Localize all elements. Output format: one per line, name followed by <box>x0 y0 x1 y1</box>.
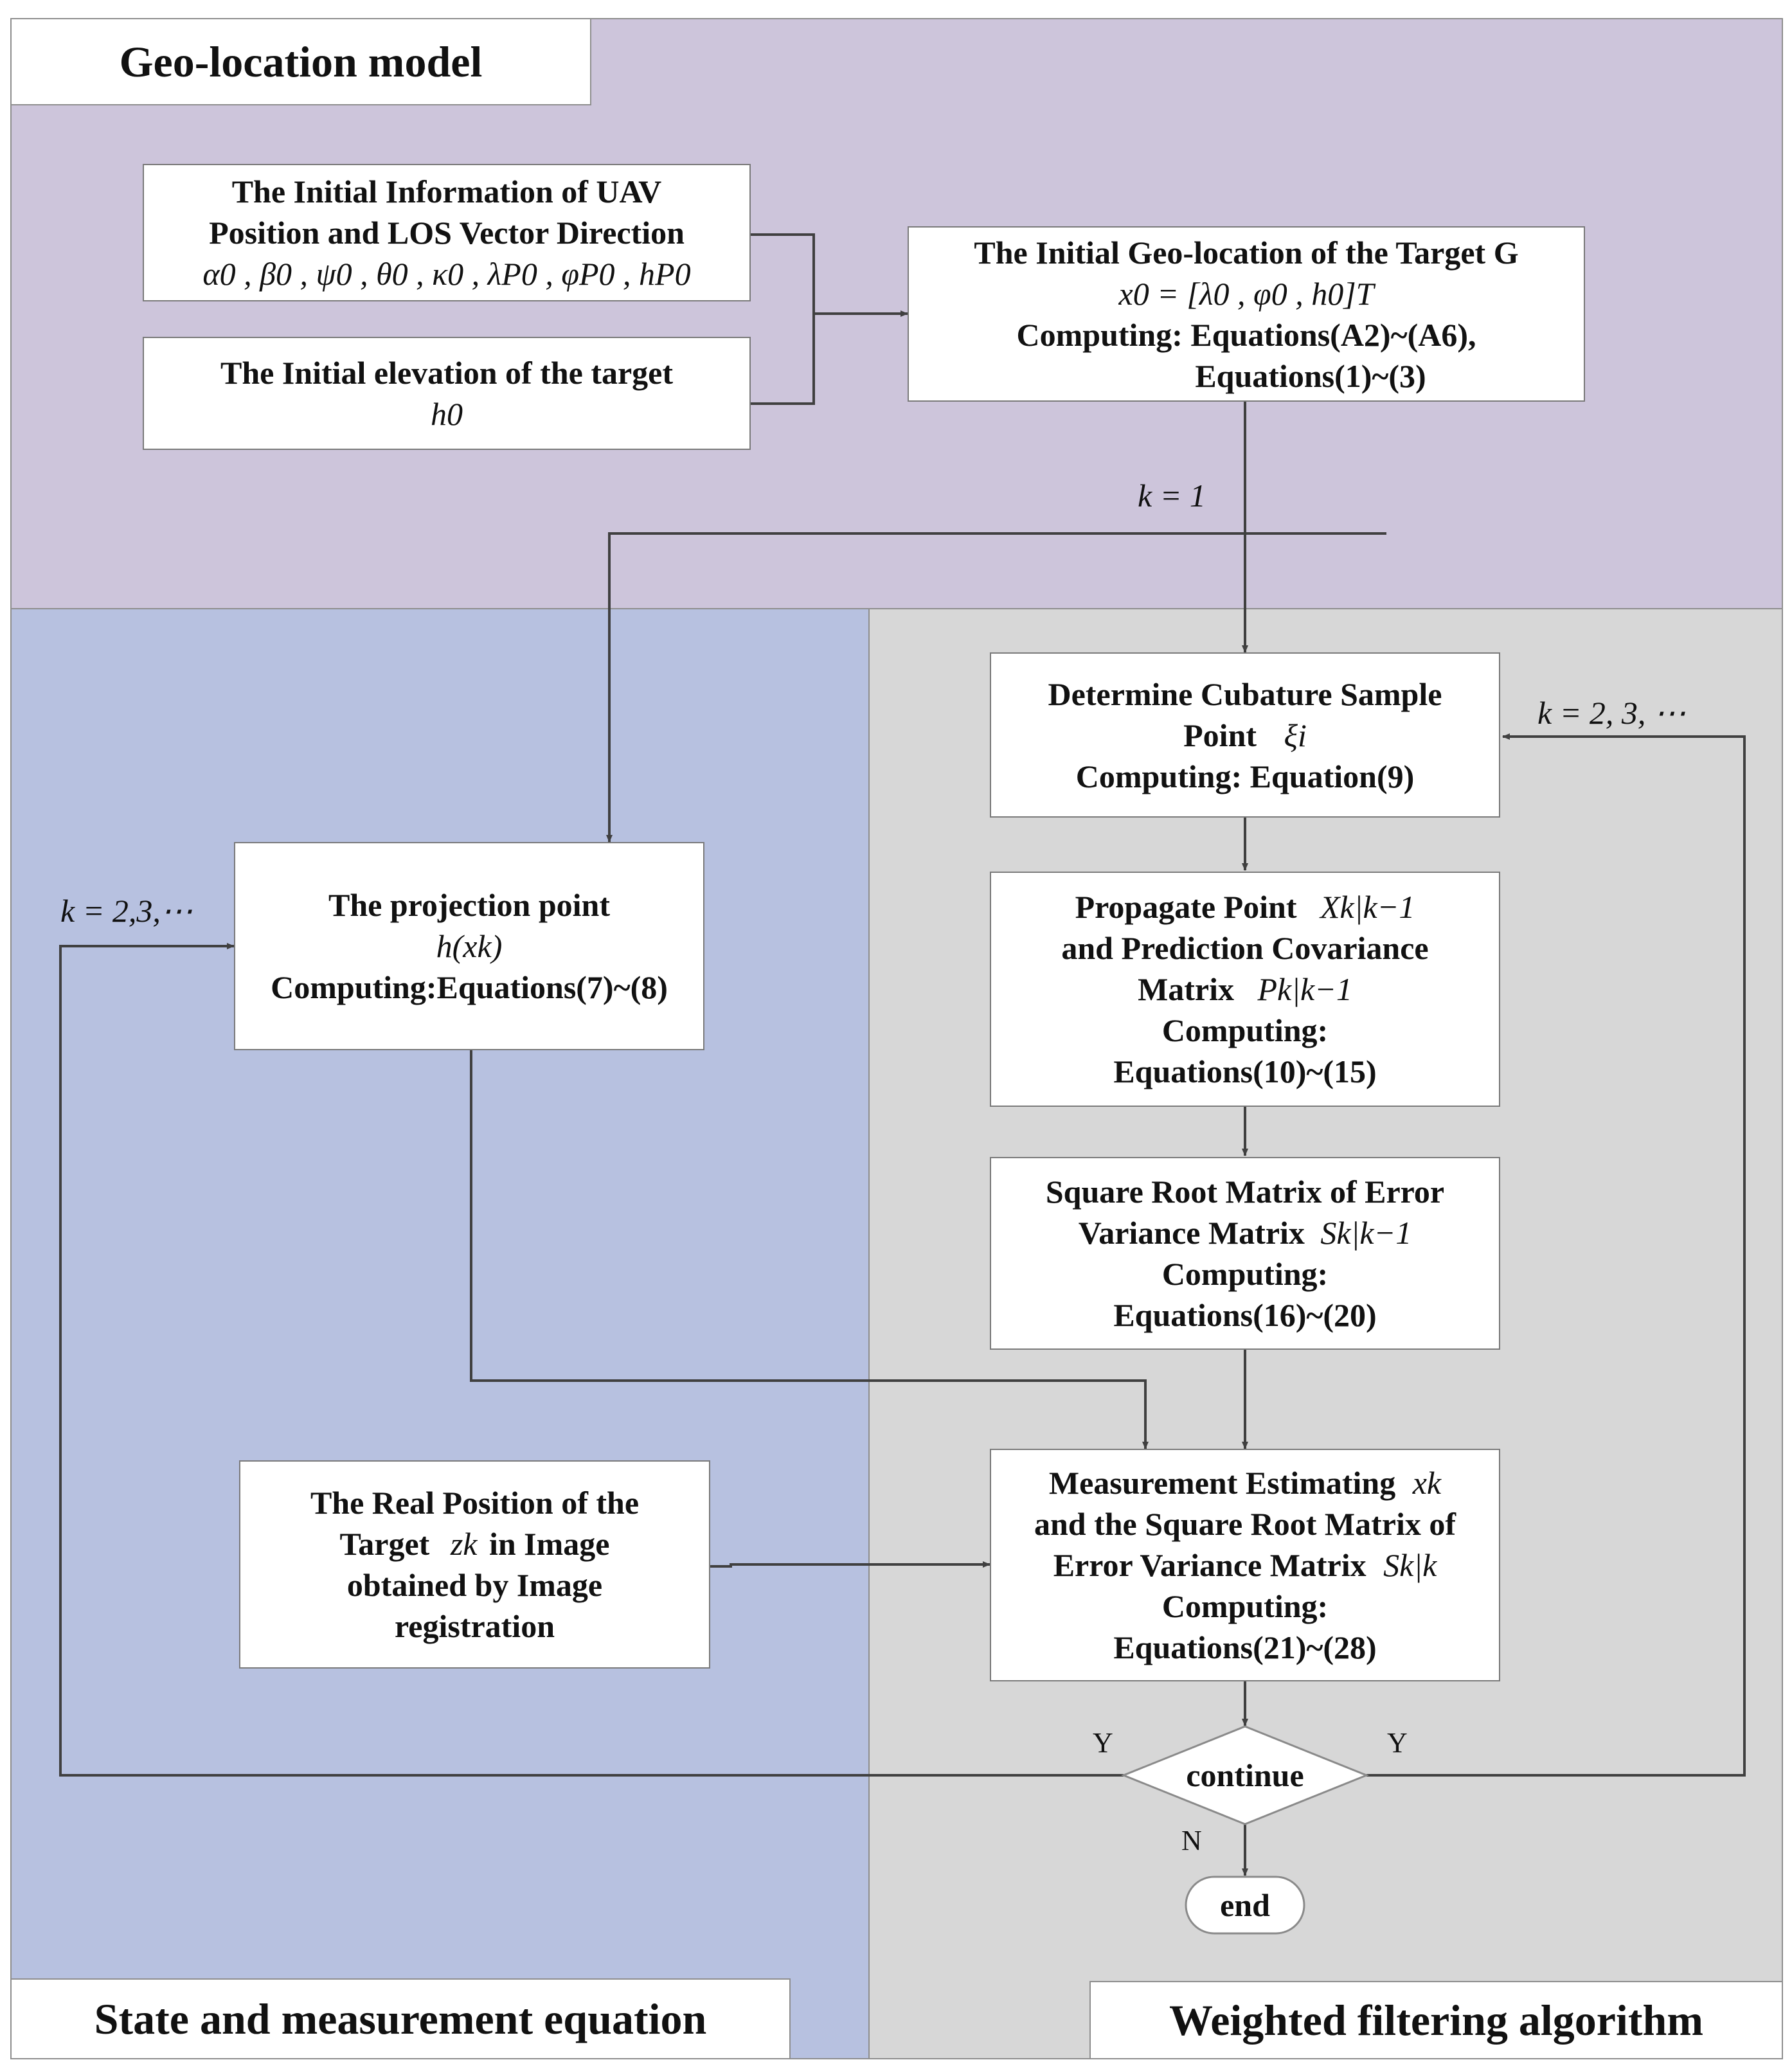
connector-real-position-to-measurement <box>710 1561 990 1568</box>
initial-geo-math: x0 = [λ0 , φ0 , h0]T <box>1118 275 1374 312</box>
connector-k1-branch <box>606 532 1386 843</box>
real-position-math: zk <box>450 1526 478 1562</box>
yes-right-label: Y <box>1387 1727 1408 1759</box>
geo-location-title: Geo-location model <box>10 18 591 105</box>
sqrt-line1: Square Root Matrix of Error <box>1045 1174 1445 1210</box>
sqrt-math: Sk|k−1 <box>1320 1215 1412 1251</box>
real-position-line1: The Real Position of the <box>310 1485 640 1521</box>
end-terminator <box>1185 1876 1305 1935</box>
real-position-line2-row: Target zk in Image <box>340 1523 610 1564</box>
projection-line1: The projection point <box>328 887 610 923</box>
k-equals-1-label: k = 1 <box>1138 478 1206 514</box>
projection-line3: Computing:Equations(7)~(8) <box>271 969 668 1005</box>
propagate-line1-row: Propagate Point Xk|k−1 <box>1075 886 1415 927</box>
propagate-line4: Computing: <box>1161 1012 1329 1048</box>
initial-elevation-line1: The Initial elevation of the target <box>220 355 674 391</box>
k-loop-right-label: k = 2, 3, ⋯ <box>1537 695 1686 731</box>
initial-info-math: α0 , β0 , ψ0 , θ0 , κ0 , λP0 , φP0 , hP0 <box>202 256 691 292</box>
k-loop-left-label: k = 2,3,⋯ <box>60 893 193 929</box>
propagate-line3-row: Matrix Pk|k−1 <box>1138 969 1352 1010</box>
cubature-sample-box: Determine Cubature Sample Point ξi Compu… <box>990 652 1500 818</box>
connector-yes-left-loop <box>59 943 1124 1777</box>
initial-geo-location-box: The Initial Geo-location of the Target G… <box>908 226 1585 402</box>
propagate-math2: Pk|k−1 <box>1257 971 1352 1007</box>
initial-elevation-box: The Initial elevation of the target h0 <box>143 337 751 450</box>
projection-point-box: The projection point h(xk) Computing:Equ… <box>234 842 704 1050</box>
measurement-math1: xk <box>1412 1465 1442 1501</box>
measurement-line2: and the Square Root Matrix of <box>1034 1506 1456 1542</box>
propagate-math1: Xk|k−1 <box>1320 889 1415 925</box>
propagate-line5: Equations(10)~(15) <box>1113 1053 1377 1089</box>
geo-location-title-text: Geo-location model <box>119 37 483 86</box>
cubature-line1: Determine Cubature Sample <box>1048 676 1442 712</box>
propagate-point-box: Propagate Point Xk|k−1 and Prediction Co… <box>990 872 1500 1107</box>
real-position-line2a: Target <box>339 1526 430 1562</box>
decision-label-text: continue <box>1186 1757 1304 1793</box>
measurement-line3-row: Error Variance Matrix Sk|k <box>1053 1545 1437 1586</box>
measurement-line1-row: Measurement Estimating xk <box>1049 1462 1441 1503</box>
initial-info-line2: Position and LOS Vector Direction <box>209 215 685 251</box>
square-root-matrix-box: Square Root Matrix of Error Variance Mat… <box>990 1157 1500 1350</box>
initial-elevation-math: h0 <box>431 396 463 432</box>
cubature-math: ξi <box>1284 717 1307 753</box>
measurement-math2: Sk|k <box>1383 1547 1437 1583</box>
connector-yes-right-loop <box>1366 733 1746 1777</box>
sqrt-line4: Equations(16)~(20) <box>1113 1297 1377 1333</box>
real-position-line3: obtained by Image <box>346 1567 603 1603</box>
projection-math: h(xk) <box>436 928 503 964</box>
sqrt-line2: Variance Matrix <box>1078 1215 1305 1251</box>
propagate-line2: and Prediction Covariance <box>1061 930 1429 966</box>
measurement-line1: Measurement Estimating <box>1048 1465 1396 1501</box>
end-label: end <box>1186 1885 1304 1926</box>
real-position-line4: registration <box>394 1608 555 1644</box>
initial-geo-line4: Equations(1)~(3) <box>1195 357 1426 394</box>
initial-geo-line3: Computing: Equations(A2)~(A6), <box>1016 316 1476 353</box>
real-position-box: The Real Position of the Target zk in Im… <box>239 1460 710 1669</box>
measurement-line3: Error Variance Matrix <box>1053 1547 1366 1583</box>
yes-left-label: Y <box>1093 1727 1113 1759</box>
connector-initial-info <box>751 233 815 405</box>
initial-geo-line1: The Initial Geo-location of the Target G <box>974 234 1519 271</box>
end-label-text: end <box>1220 1887 1270 1923</box>
weighted-filtering-title: Weighted filtering algorithm <box>1089 1981 1783 2059</box>
measurement-estimating-box: Measurement Estimating xk and the Square… <box>990 1449 1500 1681</box>
decision-label: continue <box>1124 1755 1366 1796</box>
state-measurement-title: State and measurement equation <box>10 1978 791 2059</box>
measurement-line4: Computing: <box>1161 1588 1329 1624</box>
propagate-line3: Matrix <box>1138 971 1234 1007</box>
no-label: N <box>1181 1825 1202 1856</box>
propagate-line1: Propagate Point <box>1075 889 1297 925</box>
decision-diamond <box>1120 1725 1370 1825</box>
initial-info-line1: The Initial Information of UAV <box>231 174 662 210</box>
initial-info-box: The Initial Information of UAV Position … <box>143 164 751 301</box>
weighted-filtering-title-text: Weighted filtering algorithm <box>1169 1995 1703 2045</box>
sqrt-line2-row: Variance Matrix Sk|k−1 <box>1079 1212 1412 1253</box>
measurement-line5: Equations(21)~(28) <box>1113 1629 1377 1665</box>
cubature-line2-row: Point ξi <box>1183 715 1307 756</box>
connector-projection-to-measurement <box>470 1050 1149 1449</box>
real-position-line2b: in Image <box>488 1526 610 1562</box>
state-measurement-title-text: State and measurement equation <box>94 1994 707 2043</box>
cubature-line2: Point <box>1183 717 1257 753</box>
cubature-line3: Computing: Equation(9) <box>1075 758 1415 794</box>
sqrt-line3: Computing: <box>1161 1256 1329 1292</box>
